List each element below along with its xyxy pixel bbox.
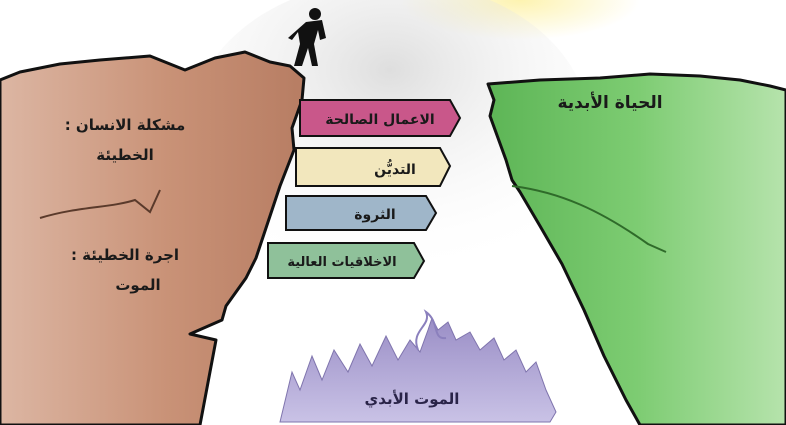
plank-wealth: الثروة [285, 195, 438, 231]
plank-good-works: الاعمال الصالحة [299, 99, 462, 137]
plank-high-morals: الاخلاقيات العالية [267, 242, 426, 279]
wage-line2: الموت [115, 276, 160, 294]
right-cliff-label: الحياة الأبدية [557, 92, 662, 113]
plank-religiosity-label: التديُّن [374, 159, 416, 178]
left-cliff-crack [39, 189, 161, 219]
plank-high-morals-label: الاخلاقيات العالية [287, 255, 396, 270]
problem-line1: مشكلة الانسان : [65, 116, 186, 134]
problem-line2: الخطيئة [96, 146, 154, 164]
plank-wealth-label: الثروة [354, 207, 395, 223]
plank-good-works-label: الاعمال الصالحة [325, 112, 434, 128]
wage-line1: اجرة الخطيئة : [71, 246, 179, 264]
right-cliff [486, 72, 786, 425]
standing-man-icon [288, 8, 326, 66]
plank-religiosity: التديُّن [295, 147, 452, 187]
right-cliff-ledge [511, 185, 667, 253]
flame-wisp [415, 309, 447, 351]
left-cliff [0, 50, 306, 425]
abyss-label: الموت الأبدي [365, 390, 460, 409]
